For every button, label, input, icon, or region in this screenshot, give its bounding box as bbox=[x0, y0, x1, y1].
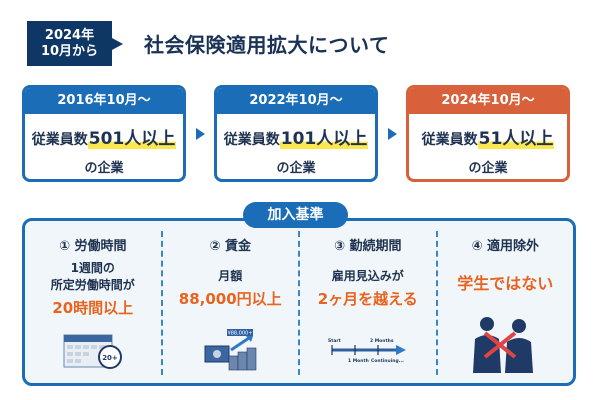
stage-prefix: 従業員数 bbox=[421, 132, 478, 148]
criterion-value: 20時間以上 bbox=[52, 299, 134, 317]
badge-line2: 10月から bbox=[40, 43, 99, 59]
stage-2016: 2016年10月〜 従業員数501人以上 の企業 bbox=[22, 85, 186, 182]
criterion-sub: 月額 bbox=[218, 269, 243, 283]
criterion-sub: 雇用見込みが bbox=[331, 269, 404, 283]
criteria-tab: 加入基準 bbox=[243, 202, 348, 228]
stage-suffix: の企業 bbox=[276, 161, 316, 176]
header: 2024年 10月から 社会保険適用拡大について bbox=[27, 21, 389, 66]
stage-prefix: 従業員数 bbox=[223, 132, 280, 148]
calendar-clock-icon: 20+ bbox=[25, 325, 161, 375]
criterion-title: ④ 適用除外 bbox=[471, 239, 540, 254]
criterion-title: ② 賃金 bbox=[209, 239, 252, 254]
svg-text:Continuing...: Continuing... bbox=[371, 358, 404, 364]
criterion-value: 学生ではない bbox=[457, 274, 554, 293]
no-students-icon bbox=[438, 313, 574, 375]
criterion-value: 2ヶ月を越える bbox=[317, 290, 418, 308]
stage-date: 2022年10月〜 bbox=[217, 88, 375, 114]
arrow-right-icon bbox=[378, 127, 406, 140]
criterion-employment-period: ③ 勤続期間 雇用見込みが 2ヶ月を越える Start 2 Months 1 M… bbox=[298, 231, 436, 375]
timeline-icon: Start 2 Months 1 Month Continuing... bbox=[300, 325, 436, 375]
criterion-exclusion: ④ 適用除外 学生ではない bbox=[435, 231, 574, 375]
svg-text:1 Month: 1 Month bbox=[348, 358, 369, 364]
criteria-panel: ① 労働時間 1週間の所定労働時間が 20時間以上 20+ ② 賃金 月額 88… bbox=[22, 218, 576, 386]
stage-count: 51人以上 bbox=[477, 129, 555, 149]
svg-text:¥88,000+: ¥88,000+ bbox=[228, 331, 253, 337]
criterion-sub: 1週間の bbox=[70, 261, 115, 275]
criterion-wage: ② 賃金 月額 88,000円以上 ¥88,000+ bbox=[160, 231, 299, 375]
criterion-value: 88,000円以上 bbox=[178, 290, 282, 308]
badge-line1: 2024年 bbox=[44, 27, 95, 43]
page-title: 社会保険適用拡大について bbox=[144, 33, 390, 57]
stage-count: 501人以上 bbox=[87, 129, 177, 149]
date-badge: 2024年 10月から bbox=[27, 21, 123, 66]
svg-text:Start: Start bbox=[328, 338, 342, 344]
stage-date: 2024年10月〜 bbox=[409, 88, 567, 114]
money-growth-icon: ¥88,000+ bbox=[163, 325, 299, 375]
arrow-right-icon bbox=[186, 127, 214, 140]
stage-prefix: 従業員数 bbox=[31, 132, 88, 148]
svg-text:20+: 20+ bbox=[102, 354, 118, 362]
expansion-timeline: 2016年10月〜 従業員数501人以上 の企業 2022年10月〜 従業員数1… bbox=[22, 85, 570, 182]
criterion-working-hours: ① 労働時間 1週間の所定労働時間が 20時間以上 20+ bbox=[25, 231, 161, 375]
criterion-title: ① 労働時間 bbox=[58, 239, 127, 254]
criterion-sub: 所定労働時間が bbox=[50, 278, 135, 292]
stage-count: 101人以上 bbox=[279, 129, 369, 149]
stage-2022: 2022年10月〜 従業員数101人以上 の企業 bbox=[214, 85, 378, 182]
stage-suffix: の企業 bbox=[84, 161, 124, 176]
svg-text:2 Months: 2 Months bbox=[370, 338, 394, 344]
stage-2024: 2024年10月〜 従業員数51人以上 の企業 bbox=[406, 85, 570, 182]
criterion-title: ③ 勤続期間 bbox=[333, 239, 402, 254]
stage-date: 2016年10月〜 bbox=[25, 88, 183, 114]
stage-suffix: の企業 bbox=[468, 161, 508, 176]
